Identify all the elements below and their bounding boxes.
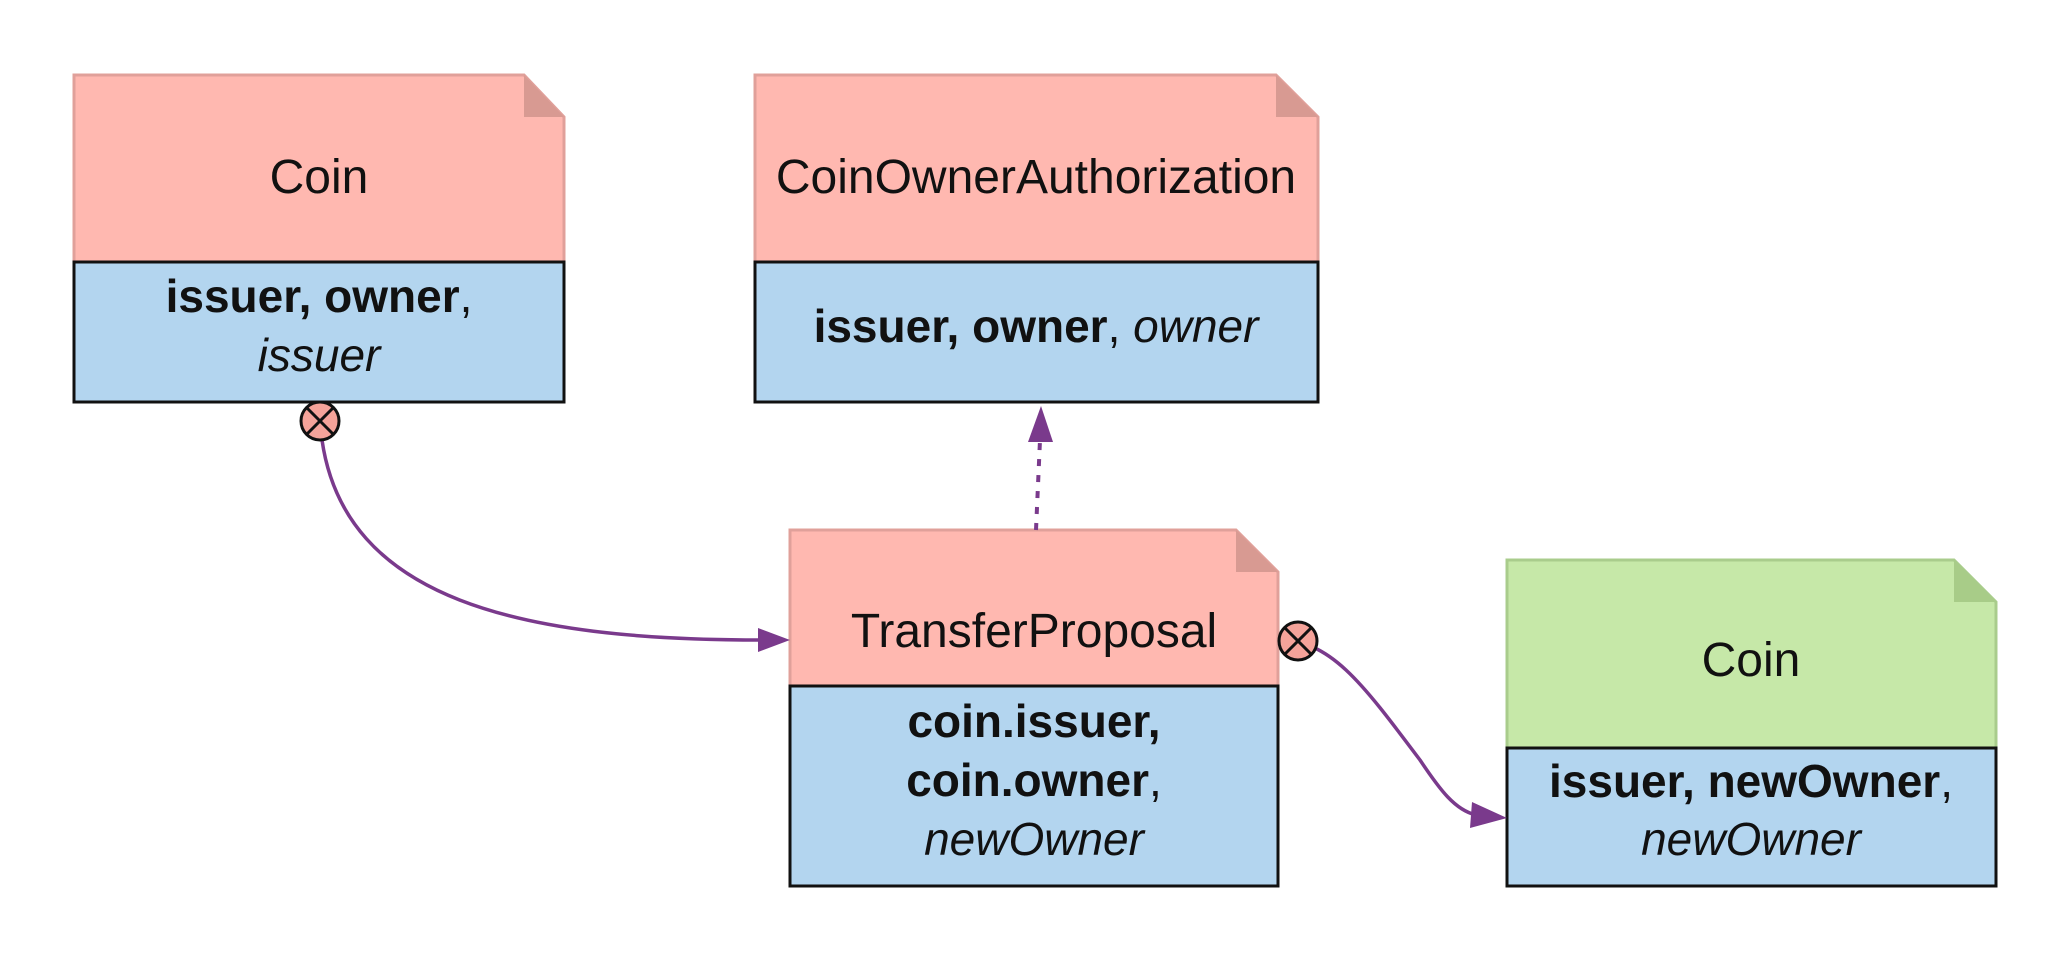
arrow-transfer-proposal-to-coin-right [1277, 638, 1477, 817]
coin-left-header [72, 73, 566, 264]
coin-left-observers: issuer [258, 329, 382, 381]
coa-header [753, 73, 1320, 264]
tp-sep: , [1149, 754, 1162, 806]
coin-right-fold [1954, 560, 1996, 602]
coa-sep: , [1108, 300, 1134, 352]
coin-right-signatories: issuer, newOwner [1549, 755, 1940, 807]
template-coin-owner-authorization: CoinOwnerAuthorization issuer, owner, ow… [753, 73, 1320, 404]
coa-parties-box [753, 260, 1320, 404]
archive-x-icon [1277, 620, 1319, 662]
coin-left-parties-box [72, 260, 566, 404]
coa-fold [1276, 75, 1318, 117]
arrowhead-icon [758, 628, 790, 652]
tp-title: TransferProposal [851, 605, 1217, 658]
tp-signatory-owner: coin.owner [906, 754, 1149, 806]
tp-observers: newOwner [924, 813, 1146, 865]
tp-parties-box [788, 684, 1280, 888]
coin-left-sep: , [460, 270, 473, 322]
tp-parties-line2: coin.owner, [906, 754, 1162, 806]
coin-right-parties-line1: issuer, newOwner, [1549, 755, 1953, 807]
tp-parties-line1: coin.issuer, [907, 695, 1160, 747]
coa-title: CoinOwnerAuthorization [776, 151, 1296, 204]
archive-x-icon [299, 400, 341, 442]
coin-left-title: Coin [270, 151, 369, 204]
coin-right-title: Coin [1702, 634, 1801, 687]
template-transfer-proposal: TransferProposal coin.issuer, coin.owner… [788, 528, 1280, 888]
coin-right-parties-box [1505, 746, 1998, 888]
coin-left-fold [524, 75, 564, 117]
arrow-transfer-proposal-to-coa [1034, 439, 1042, 531]
coa-signatories: issuer, owner [814, 300, 1108, 352]
coa-observers: owner [1133, 300, 1260, 352]
coin-right-observers: newOwner [1641, 813, 1863, 865]
template-coin-right: Coin issuer, newOwner, newOwner [1505, 558, 1998, 888]
coin-right-header [1505, 558, 1998, 750]
arrowhead-icon [1028, 406, 1053, 442]
coin-left-parties-line1: issuer, owner, [166, 270, 473, 322]
arrowhead-icon [1470, 802, 1507, 828]
coa-parties-line: issuer, owner, owner [814, 300, 1261, 352]
coin-left-signatories: issuer, owner [166, 270, 460, 322]
template-coin-left: Coin issuer, owner, issuer [72, 73, 566, 404]
tp-header [788, 528, 1280, 688]
tp-fold [1236, 530, 1278, 572]
arrow-coin-to-transfer-proposal [320, 439, 761, 642]
coin-right-sep: , [1940, 755, 1953, 807]
